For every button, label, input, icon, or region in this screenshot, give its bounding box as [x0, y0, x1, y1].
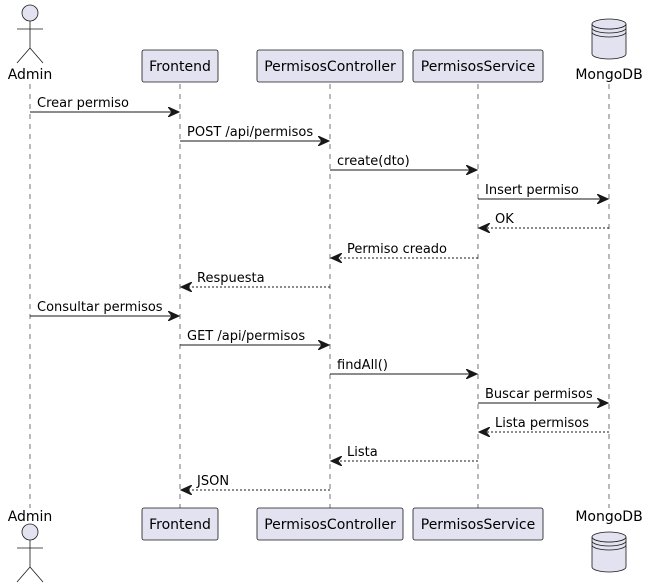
- participant-frontend-top: Frontend: [141, 49, 219, 83]
- message: Lista: [331, 445, 478, 461]
- message-label: Crear permiso: [37, 96, 129, 111]
- database-top-icon: [591, 18, 627, 30]
- message: GET /api/permisos: [180, 329, 329, 345]
- message: POST /api/permisos: [180, 125, 329, 141]
- message: findAll(): [330, 358, 477, 374]
- message-label: POST /api/permisos: [187, 125, 313, 140]
- message-label: Insert permiso: [485, 183, 579, 198]
- participant-label-frontend: Frontend: [149, 59, 211, 75]
- database-top-icon: [591, 531, 627, 543]
- participant-service-bottom: PermisosService: [412, 507, 544, 541]
- message: Insert permiso: [478, 183, 608, 199]
- participant-controller-bottom: PermisosController: [256, 507, 404, 541]
- participant-box: [256, 49, 404, 83]
- participants-top: Admin Frontend PermisosController Permis…: [8, 4, 643, 83]
- participants-bottom: Admin Frontend PermisosController Permis…: [8, 507, 643, 583]
- participant-service-top: PermisosService: [412, 49, 544, 83]
- participant-frontend-bottom: Frontend: [141, 507, 219, 541]
- participant-controller-top: PermisosController: [256, 49, 404, 83]
- participant-label-mongodb: MongoDB: [575, 509, 642, 525]
- message-label: Respuesta: [197, 271, 265, 286]
- participant-label-controller: PermisosController: [264, 59, 396, 75]
- participant-label-mongodb: MongoDB: [575, 67, 642, 83]
- participant-box: [412, 49, 544, 83]
- participant-box: [141, 507, 219, 541]
- message-label: JSON: [196, 474, 229, 489]
- participant-label-controller: PermisosController: [264, 517, 396, 533]
- actor-admin-top: Admin: [8, 4, 53, 83]
- message: create(dto): [330, 154, 477, 170]
- database-rim-icon: [591, 27, 627, 38]
- participant-box: [412, 507, 544, 541]
- participant-label-service: PermisosService: [421, 517, 536, 533]
- message-label: Permiso creado: [347, 242, 447, 257]
- message-label: Lista permisos: [495, 416, 589, 431]
- actor-head-icon: [21, 4, 39, 22]
- lifelines: [29, 84, 610, 508]
- participant-label-service: PermisosService: [421, 59, 536, 75]
- message-label: GET /api/permisos: [187, 329, 305, 344]
- message-label: Consultar permisos: [37, 300, 163, 315]
- message: Buscar permisos: [478, 387, 608, 403]
- database-mongodb-top: MongoDB: [575, 18, 643, 83]
- database-rim-icon: [591, 540, 627, 551]
- participant-box: [256, 507, 404, 541]
- message: Consultar permisos: [30, 300, 179, 316]
- message-label: findAll(): [337, 358, 388, 373]
- message: JSON: [181, 474, 330, 490]
- message-label: create(dto): [337, 154, 410, 169]
- message: Respuesta: [181, 271, 330, 287]
- actor-admin-bottom: Admin: [8, 509, 53, 583]
- actor-body-icon: [16, 540, 44, 583]
- message: OK: [479, 212, 609, 228]
- message-label: Buscar permisos: [485, 387, 593, 402]
- actor-body-icon: [16, 21, 44, 64]
- message: Permiso creado: [331, 242, 478, 258]
- participant-label-admin: Admin: [8, 509, 53, 525]
- participant-label-frontend: Frontend: [149, 517, 211, 533]
- actor-head-icon: [21, 523, 39, 541]
- message-label: Lista: [347, 445, 378, 460]
- message-label: OK: [495, 212, 514, 227]
- message: Lista permisos: [479, 416, 609, 432]
- participant-label-admin: Admin: [8, 67, 53, 83]
- participant-box: [141, 49, 219, 83]
- database-mongodb-bottom: MongoDB: [575, 509, 643, 573]
- message: Crear permiso: [30, 96, 179, 112]
